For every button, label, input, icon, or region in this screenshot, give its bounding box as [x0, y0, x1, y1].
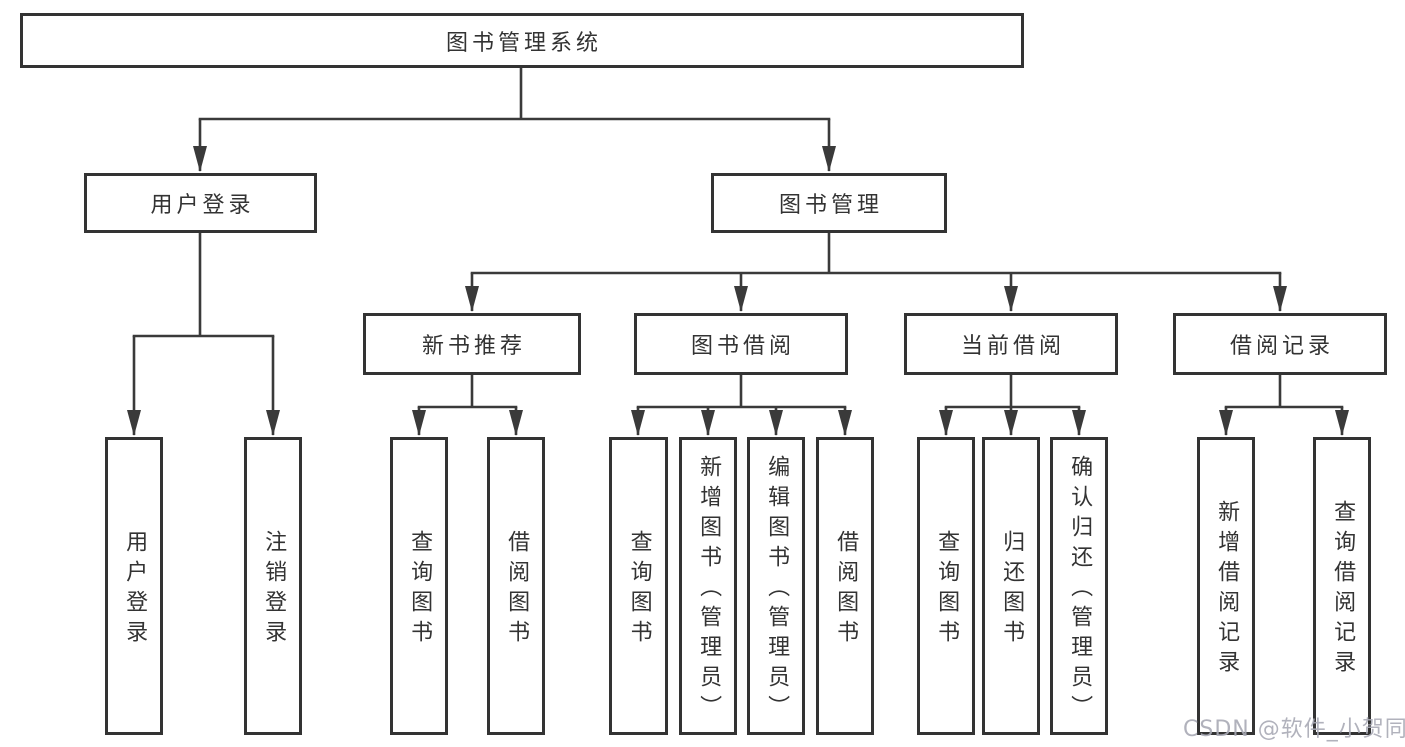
- node-root: 图书管理系统: [20, 13, 1024, 68]
- node-book-management: 图书管理: [711, 173, 947, 233]
- leaf-query-books-1: 查询图书: [390, 437, 448, 735]
- leaf-user-login: 用户登录: [105, 437, 163, 735]
- node-current-borrow-label: 当前借阅: [960, 334, 1065, 359]
- leaf-query-books-2: 查询图书: [609, 437, 668, 735]
- leaf-add-book-admin: 新增图书（管理员）: [679, 437, 737, 735]
- node-book-borrow: 图书借阅: [634, 313, 848, 375]
- node-user-login-label: 用户登录: [150, 193, 255, 218]
- leaf-query-books-3: 查询图书: [917, 437, 975, 735]
- node-current-borrow: 当前借阅: [904, 313, 1118, 375]
- leaf-add-book-admin-label: 新增图书（管理员）: [696, 455, 722, 725]
- leaf-logout-label: 注销登录: [261, 530, 287, 650]
- leaf-return-book-label: 归还图书: [999, 530, 1025, 650]
- leaf-query-borrow-record: 查询借阅记录: [1313, 437, 1371, 735]
- leaf-borrow-books-1-label: 借阅图书: [504, 530, 530, 650]
- leaf-confirm-return-admin-label: 确认归还（管理员）: [1067, 455, 1093, 725]
- leaf-query-books-2-label: 查询图书: [626, 530, 652, 650]
- leaf-confirm-return-admin: 确认归还（管理员）: [1050, 437, 1108, 735]
- leaf-return-book: 归还图书: [982, 437, 1040, 735]
- node-new-book-recommend-label: 新书推荐: [421, 334, 526, 359]
- leaf-query-books-3-label: 查询图书: [934, 530, 960, 650]
- leaf-edit-book-admin: 编辑图书（管理员）: [747, 437, 805, 735]
- leaf-logout: 注销登录: [244, 437, 302, 735]
- node-user-login: 用户登录: [84, 173, 317, 233]
- leaf-edit-book-admin-label: 编辑图书（管理员）: [764, 455, 790, 725]
- watermark-text: CSDN @软件_小贺同学: [1183, 717, 1405, 742]
- leaf-query-books-1-label: 查询图书: [407, 530, 433, 650]
- leaf-add-borrow-record: 新增借阅记录: [1197, 437, 1255, 735]
- node-root-label: 图书管理系统: [445, 30, 602, 56]
- leaf-user-login-label: 用户登录: [122, 530, 148, 650]
- node-borrow-records: 借阅记录: [1173, 313, 1387, 375]
- leaf-borrow-books-2-label: 借阅图书: [833, 530, 859, 650]
- leaf-borrow-books-2: 借阅图书: [816, 437, 874, 735]
- leaf-add-borrow-record-label: 新增借阅记录: [1214, 500, 1240, 680]
- node-book-borrow-label: 图书借阅: [690, 334, 795, 359]
- node-new-book-recommend: 新书推荐: [363, 313, 581, 375]
- node-book-management-label: 图书管理: [778, 193, 883, 218]
- leaf-borrow-books-1: 借阅图书: [487, 437, 545, 735]
- node-borrow-records-label: 借阅记录: [1229, 334, 1334, 359]
- leaf-query-borrow-record-label: 查询借阅记录: [1330, 500, 1356, 680]
